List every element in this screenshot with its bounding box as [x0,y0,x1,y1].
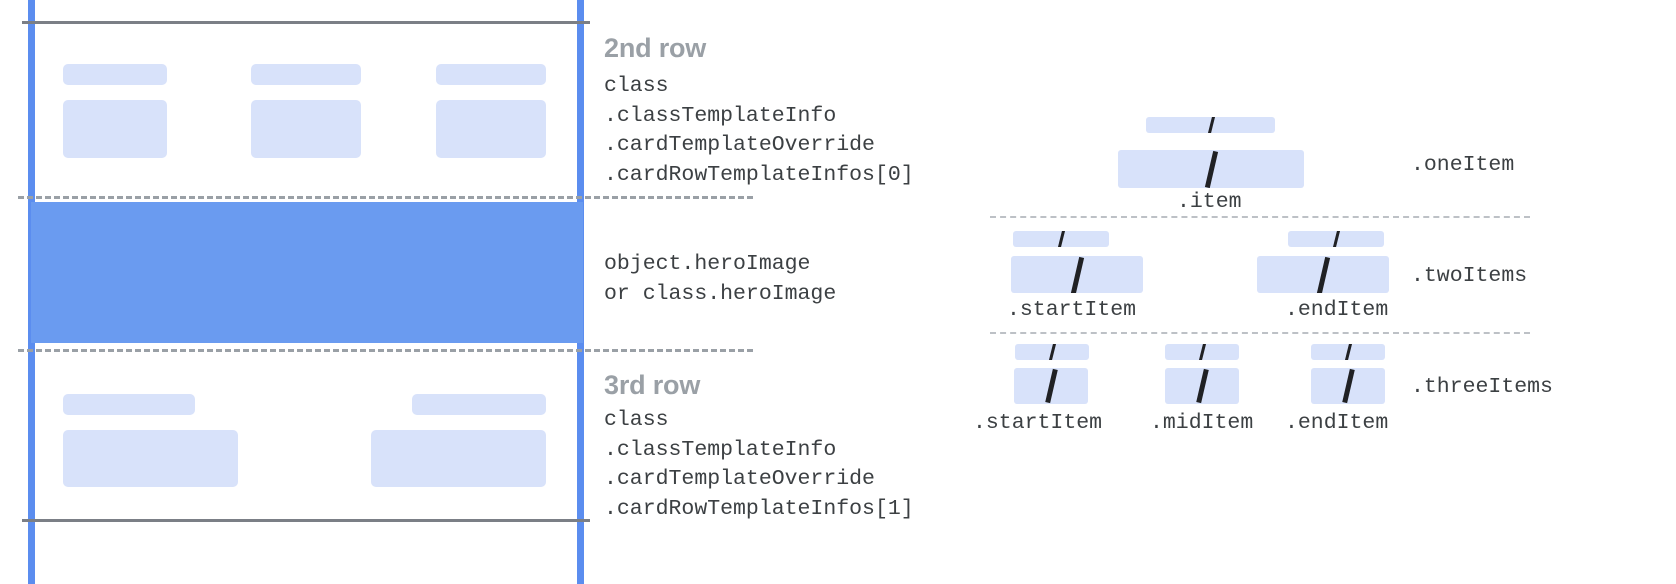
twoitems-end-value-bar [1257,256,1389,293]
threeitems-start-label-bar [1015,344,1089,360]
row3-placeholder-value-1 [63,430,238,487]
twoitems-end-label: .endItem [1285,298,1389,322]
slash-icon [1048,344,1057,360]
threeitems-mid-value-bar [1165,368,1239,404]
twoitems-group-label: .twoItems [1411,264,1528,288]
oneitem-twoitems-divider [990,216,1530,218]
row3-placeholder-value-2 [371,430,546,487]
row2-heading: 2nd row [604,33,707,63]
row3-code-path: class .classTemplateInfo .cardTemplateOv… [604,408,914,521]
row2-placeholder-value-2 [251,100,361,158]
twoitems-start-value-bar [1011,256,1143,293]
threeitems-end-label-bar [1311,344,1385,360]
oneitem-group-label: .oneItem [1411,153,1515,177]
slash-icon [1332,231,1341,247]
threeitems-end-label: .endItem [1285,411,1389,435]
row2-hero-divider [18,196,753,199]
row2-placeholder-label-2 [251,64,361,85]
threeitems-mid-label: .midItem [1150,411,1254,435]
twoitems-start-label: .startItem [1007,298,1137,322]
slash-icon [1045,368,1058,404]
slash-icon [1196,368,1209,404]
row2-placeholder-label-3 [436,64,546,85]
slash-icon [1316,256,1331,293]
row3-heading: 3rd row [604,370,701,400]
threeitems-start-value-bar [1014,368,1088,404]
slash-icon [1057,231,1066,247]
oneitem-value-bar [1118,150,1304,188]
row2-placeholder-value-1 [63,100,167,158]
row3-placeholder-label-1 [63,394,195,415]
row2-placeholder-value-3 [436,100,546,158]
slash-icon [1207,117,1215,133]
oneitem-item-label: .item [1177,190,1242,214]
threeitems-end-value-bar [1311,368,1385,404]
hero-code-path: object.heroImage or class.heroImage [604,252,837,306]
row2-code-path: class .classTemplateInfo .cardTemplateOv… [604,74,914,187]
twoitems-end-label-bar [1288,231,1384,247]
slash-icon [1070,256,1085,293]
row3-placeholder-label-2 [412,394,546,415]
slash-icon [1342,368,1355,404]
slash-icon [1198,344,1207,360]
slash-icon [1204,150,1219,188]
card-bottom-border [22,519,590,522]
threeitems-start-label: .startItem [973,411,1103,435]
card-top-border [22,21,590,24]
threeitems-group-label: .threeItems [1411,375,1553,399]
hero-image-block [31,202,583,343]
twoitems-start-label-bar [1013,231,1109,247]
threeitems-mid-label-bar [1165,344,1239,360]
slash-icon [1344,344,1353,360]
row2-placeholder-label-1 [63,64,167,85]
hero-row3-divider [18,349,753,352]
twoitems-threeitems-divider [990,332,1530,334]
oneitem-label-bar [1146,117,1275,133]
